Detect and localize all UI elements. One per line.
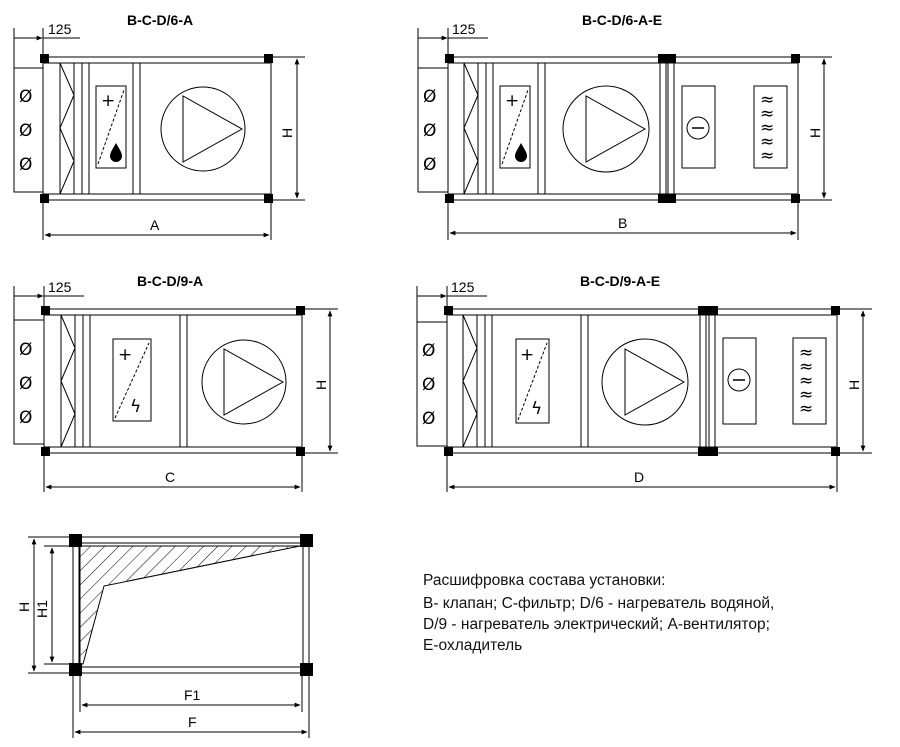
damper-blade-icon: Ø [423, 121, 436, 141]
offset-dim-label: 125 [452, 21, 476, 37]
legend: Расшифровка состава установки: B- клапан… [423, 570, 883, 656]
height-label: H [279, 128, 295, 138]
unit-title: B-C-D/9-A [137, 273, 203, 289]
plus-icon: + [520, 345, 534, 365]
unit-b-c-d9-a: B-C-D/9-A 125 Ø Ø Ø + ϟ H C [13, 273, 338, 492]
filter-section [59, 62, 75, 195]
damper-blade-icon: Ø [19, 155, 32, 175]
unit-b-c-d6-a: B-C-D/6-A 125 Ø Ø Ø + H [13, 12, 305, 240]
height-label: H [807, 128, 823, 138]
wave-icon: ≈ [799, 357, 813, 377]
damper-blade-icon: Ø [422, 409, 435, 429]
unit-title: B-C-D/6-A [127, 12, 193, 28]
droplet-eliminator [792, 337, 827, 425]
damper-blade-icon: Ø [19, 374, 32, 394]
bolt-icon: ϟ [130, 397, 141, 417]
water-drop-icon [515, 143, 527, 162]
unit-title: B-C-D/9-A-E [580, 273, 660, 289]
filter-section [462, 314, 478, 448]
damper-block [13, 67, 45, 193]
section-height-label: H [16, 602, 32, 612]
height-label: H [846, 380, 862, 390]
legend-title: Расшифровка состава установки: [423, 572, 666, 589]
wave-icon: ≈ [760, 90, 774, 110]
section-width-label: F [188, 714, 197, 730]
offset-dim-label: 125 [451, 279, 475, 295]
section-inner-width-label: F1 [184, 687, 201, 703]
damper-blade-icon: Ø [19, 408, 32, 428]
height-label: H [313, 380, 329, 390]
unit-b-c-d9-a-e: B-C-D/9-A-E 125 Ø Ø Ø + ϟ ≈ ≈ ≈ ≈ [416, 273, 872, 492]
damper-blade-icon: Ø [423, 155, 436, 175]
damper-blade-icon: Ø [19, 87, 32, 107]
unit-title: B-C-D/6-A-E [582, 12, 662, 28]
damper-blade-icon: Ø [19, 121, 32, 141]
bolt-icon: ϟ [531, 399, 542, 419]
damper-blade-icon: Ø [422, 375, 435, 395]
wave-icon: ≈ [799, 343, 813, 363]
hatched-area [79, 545, 301, 665]
length-label: B [618, 215, 627, 231]
wave-icon: ≈ [760, 104, 774, 124]
plus-icon: + [118, 345, 132, 365]
plus-icon: + [101, 91, 115, 111]
wave-icon: ≈ [760, 118, 774, 138]
wave-icon: ≈ [799, 385, 813, 405]
filter-section [60, 314, 76, 448]
damper-blade-icon: Ø [423, 87, 436, 107]
wave-icon: ≈ [799, 371, 813, 391]
unit-b-c-d6-a-e: B-C-D/6-A-E 125 Ø Ø Ø + ≈ ≈ ≈ [417, 12, 832, 240]
damper-blade-icon: Ø [422, 341, 435, 361]
cross-section: H H1 F1 F [16, 534, 313, 738]
section-inner-height-label: H1 [34, 600, 50, 618]
wave-icon: ≈ [799, 399, 813, 419]
length-label: C [165, 469, 175, 485]
filter-section [463, 62, 479, 195]
plus-icon: + [505, 91, 519, 111]
legend-line: E-охладитель [423, 637, 523, 654]
wave-icon: ≈ [760, 146, 774, 166]
length-label: A [150, 217, 160, 233]
droplet-eliminator [753, 85, 788, 169]
wave-icon: ≈ [760, 132, 774, 152]
legend-line: B- клапан; C-фильтр; D/6 - нагреватель в… [423, 595, 775, 612]
damper-block [417, 67, 449, 193]
damper-block [13, 319, 45, 445]
water-drop-icon [110, 143, 122, 162]
length-label: D [634, 469, 644, 485]
damper-blade-icon: Ø [19, 340, 32, 360]
offset-dim-label: 125 [48, 279, 72, 295]
offset-dim-label: 125 [48, 21, 72, 37]
damper-block [416, 321, 448, 447]
legend-line: D/9 - нагреватель электрический; А-венти… [423, 616, 770, 633]
